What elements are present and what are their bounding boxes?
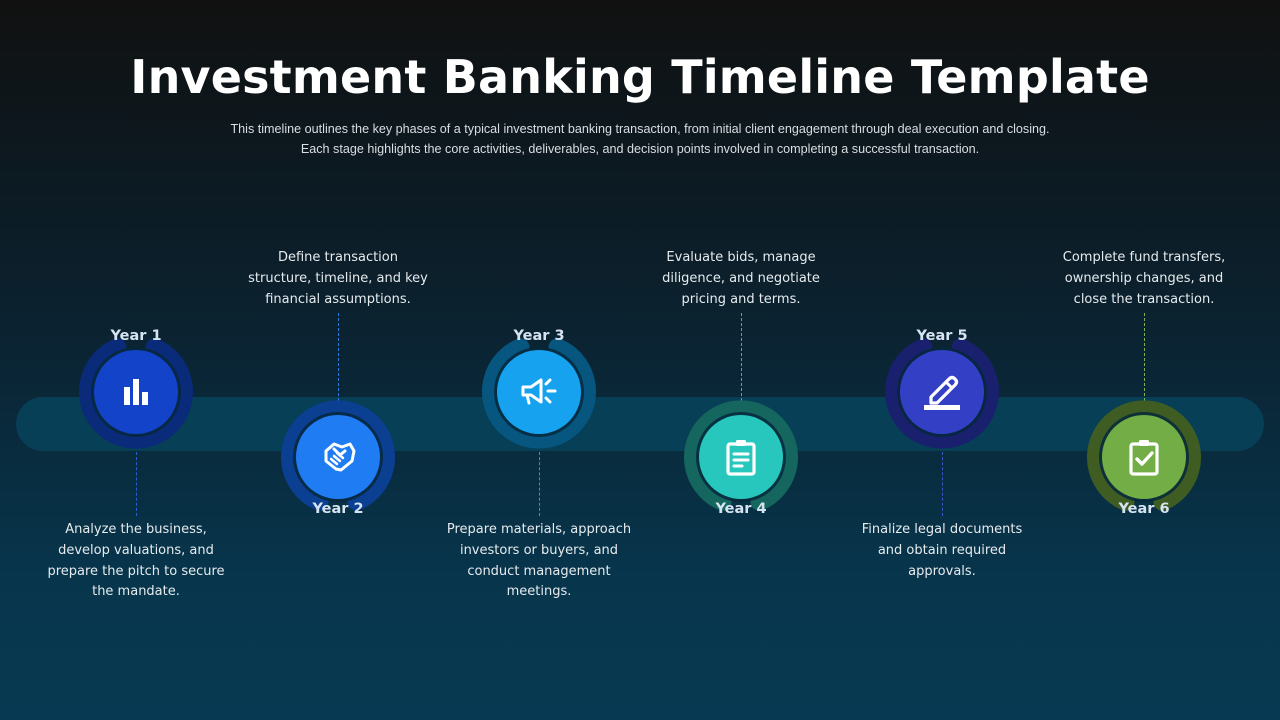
description-line: close the transaction. — [1073, 291, 1215, 307]
icon-circle — [900, 350, 984, 434]
handshake-icon — [324, 442, 356, 472]
stage-description: Analyze the business, develop valuations… — [26, 520, 246, 603]
description-line: Analyze the business, — [65, 522, 207, 537]
description-line: investors or buyers, and — [459, 542, 619, 558]
bar-chart-icon — [124, 379, 148, 405]
description-line: the mandate. — [92, 584, 180, 600]
description-line: Define transaction — [277, 250, 398, 265]
stage-label: Year 2 — [312, 501, 364, 517]
description-line: and obtain required — [877, 542, 1007, 558]
stage-year-6 — [1087, 400, 1201, 514]
ring-arc — [482, 338, 596, 449]
description-line: prepare the pitch to secure — [47, 563, 225, 579]
megaphone-icon — [521, 378, 557, 405]
stage-label: Year 4 — [715, 501, 767, 517]
description-line: approvals. — [908, 563, 976, 579]
description-line: financial assumptions. — [265, 291, 411, 307]
page-subtitle: This timeline outlines the key phases of… — [0, 119, 1280, 159]
connector-year-3 — [539, 452, 540, 516]
stage-year-1 — [79, 335, 193, 449]
description-line: ownership changes, and — [1064, 270, 1224, 286]
description-line: develop valuations, and — [58, 542, 214, 558]
stage-year-2 — [281, 400, 395, 514]
description-line: Finalize legal documents — [861, 522, 1023, 537]
stage-description: Finalize legal documents and obtain requ… — [832, 520, 1052, 582]
description-line: structure, timeline, and key — [248, 270, 428, 286]
page-title: Investment Banking Timeline Template — [130, 50, 1150, 104]
ring-arc — [79, 338, 193, 449]
connector-year-2 — [338, 313, 339, 401]
icon-circle — [699, 415, 783, 499]
stage-label: Year 5 — [916, 328, 968, 344]
stage-year-4 — [684, 400, 798, 514]
description-line: Prepare materials, approach — [446, 522, 632, 537]
description-line: Complete fund transfers, — [1062, 250, 1226, 265]
stage-label: Year 6 — [1118, 501, 1170, 517]
stage-description: Prepare materials, approach investors or… — [429, 520, 649, 603]
icon-circle — [497, 350, 581, 434]
stage-year-5 — [885, 335, 999, 449]
description-line: diligence, and negotiate — [662, 270, 820, 286]
clipboard-check-icon — [1129, 440, 1159, 476]
ring-arc — [281, 400, 395, 511]
description-line: meetings. — [506, 584, 572, 600]
clipboard-list-icon — [726, 440, 756, 476]
stage-description: Evaluate bids, manage diligence, and neg… — [631, 248, 851, 310]
description-line: Evaluate bids, manage — [666, 250, 816, 265]
ring-arc — [885, 338, 999, 449]
stage-year-3 — [482, 335, 596, 449]
stage-label: Year 3 — [513, 328, 565, 344]
subtitle-line: Each stage highlights the core activitie… — [300, 142, 980, 156]
connector-year-6 — [1144, 313, 1145, 401]
icon-circle — [1102, 415, 1186, 499]
description-line: pricing and terms. — [681, 291, 801, 307]
connector-year-5 — [942, 452, 943, 516]
timeline-band — [16, 397, 1264, 451]
connector-year-4 — [741, 313, 742, 401]
icon-circle — [296, 415, 380, 499]
stage-description: Define transaction structure, timeline, … — [228, 248, 448, 310]
description-line: conduct management — [467, 563, 611, 579]
ring-arc — [684, 400, 798, 511]
stage-description: Complete fund transfers, ownership chang… — [1034, 248, 1254, 310]
icon-circle — [94, 350, 178, 434]
ring-arc — [1087, 400, 1201, 511]
subtitle-line: This timeline outlines the key phases of… — [230, 122, 1050, 136]
stage-label: Year 1 — [110, 328, 162, 344]
pencil-sign-icon — [924, 375, 960, 410]
connector-year-1 — [136, 452, 137, 516]
